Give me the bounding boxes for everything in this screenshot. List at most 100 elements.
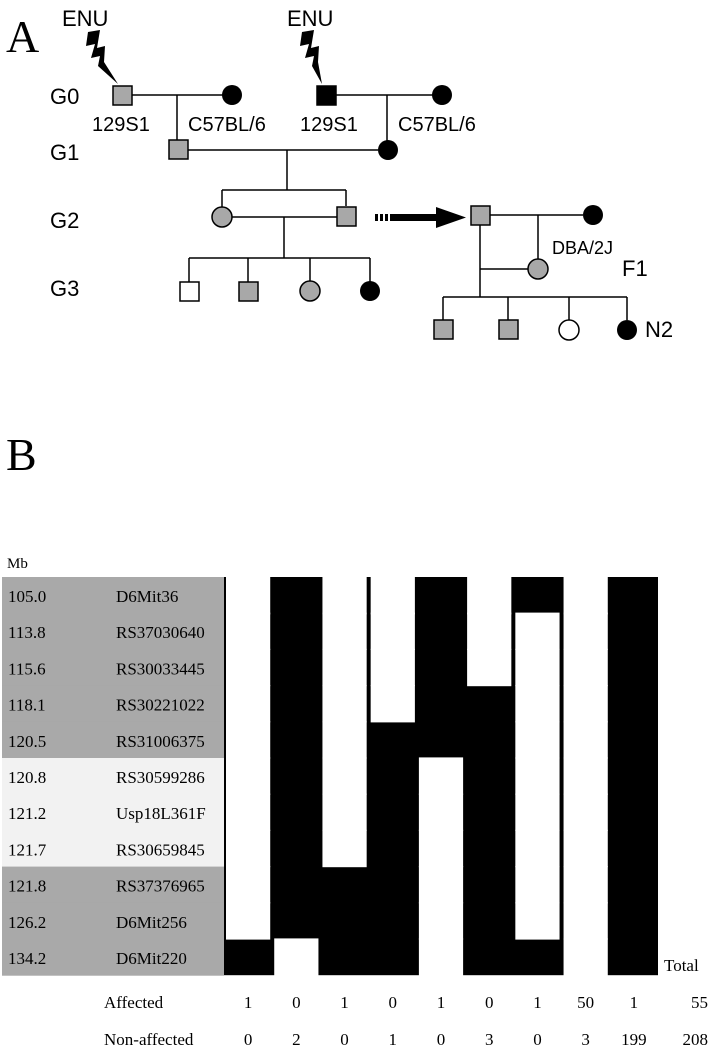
marker-name: Usp18L361F [116,804,206,823]
marker-row-bg [2,939,224,976]
haplotype-cell-white [226,685,271,723]
count-total: 208 [683,1030,709,1049]
haplotype-cell-white [322,612,367,650]
count-value: 199 [621,1030,647,1049]
n2-male-square-gray [433,319,454,340]
count-value: 1 [630,993,639,1012]
marker-row-bg [2,794,224,831]
haplotype-cell-white [418,938,464,976]
haplotype-cell-white [226,648,271,687]
marker-position: 113.8 [8,623,46,642]
male-129s1-square [316,85,337,106]
outcross-male-square [470,205,491,226]
marker-row-bg [2,866,224,904]
marker-row-bg [2,721,224,759]
g3-female-circle-gray [299,280,321,302]
haplotype-cell-white [322,648,367,687]
haplotype-cell-white [322,757,367,795]
marker-position: 115.6 [8,659,46,678]
count-value: 1 [244,993,253,1012]
marker-row-bg [2,577,224,614]
strain-label-129s1: 129S1 [92,114,150,136]
count-value: 0 [389,993,398,1012]
female-c57bl6-circle [222,85,242,105]
haplotype-cell-white [226,577,271,615]
haplotype-cell-white [226,829,271,868]
f1-female-circle [527,258,549,280]
g1-female-circle [378,140,398,160]
count-value: 3 [581,1030,590,1049]
haplotype-cell-white [563,757,608,795]
haplotype-cell-white [563,612,608,650]
count-value: 1 [437,993,446,1012]
female-c57bl6-circle [432,85,452,105]
generation-label-g2: G2 [50,208,79,233]
marker-name: D6Mit256 [116,913,187,932]
haplotype-cell-white [418,866,464,904]
haplotype-cell-white [226,612,271,650]
strain-label-c57bl6: C57BL/6 [398,114,476,136]
strain-label-dba2j: DBA/2J [552,238,613,258]
count-total: 55 [691,993,708,1012]
generation-label-g3: G3 [50,276,79,301]
haplotype-cell-white [418,902,464,940]
outcross-female-circle [583,205,603,225]
haplotype-cell-white [515,793,560,831]
haplotype-cell-white [515,757,560,795]
haplotype-cell-white [515,721,560,759]
haplotype-cell-white [274,938,319,976]
haplotype-cell-white [418,793,464,831]
count-row-label: Affected [104,993,164,1012]
marker-position: 126.2 [8,913,46,932]
strain-label-129s1: 129S1 [300,114,358,136]
haplotype-cell-white [515,902,560,940]
marker-name: D6Mit220 [116,949,187,968]
count-value: 0 [437,1030,446,1049]
marker-position: 120.8 [8,768,46,787]
total-header: Total [664,956,699,975]
strain-label-c57bl6: C57BL/6 [188,114,266,136]
marker-row-bg [2,613,224,650]
haplotype-cell-white [563,685,608,723]
haplotype-cell-white [563,829,608,868]
panel-a: A ENU ENU G0 G1 G2 G3 129S1 C57BL/6 129S… [6,6,673,342]
marker-name: RS37376965 [116,877,205,896]
haplotype-cell-white [226,721,271,759]
count-value: 0 [244,1030,253,1049]
haplotype-cell-white [370,685,415,723]
lightning-bolt-icon [86,30,118,84]
haplotype-cell-white [515,829,560,868]
count-value: 0 [533,1030,542,1049]
marker-row-bg [2,902,224,940]
haplotype-cell-white [226,793,271,831]
marker-position: 120.5 [8,732,46,751]
haplotype-cell-white [322,793,367,831]
haplotype-cell-white [515,685,560,723]
haplotype-cell-white [563,793,608,831]
marker-position: 121.2 [8,804,46,823]
generation-label-g1: G1 [50,140,79,165]
generation-label-g0: G0 [50,84,79,109]
haplotype-cell-white [563,902,608,940]
cross-label-n2: N2 [645,317,673,342]
cross-label-f1: F1 [622,256,648,281]
haplotype-cell-white [226,866,271,904]
marker-row-bg [2,830,224,868]
marker-name: RS30659845 [116,840,205,859]
count-value: 0 [340,1030,349,1049]
male-129s1-square [112,85,133,106]
g3-male-square-gray [238,281,259,302]
g1-male-square [168,139,189,160]
count-value: 0 [292,993,301,1012]
marker-row-bg [2,649,224,687]
marker-row-bg [2,758,224,795]
marker-name: RS31006375 [116,732,205,751]
panel-b-label: B [6,429,37,480]
haplotype-cell-white [515,866,560,904]
haplotype-cell-white [563,648,608,687]
g3-male-square-white [179,281,200,302]
g3-female-circle-black [360,281,380,301]
n2-female-circle-black [617,320,637,340]
